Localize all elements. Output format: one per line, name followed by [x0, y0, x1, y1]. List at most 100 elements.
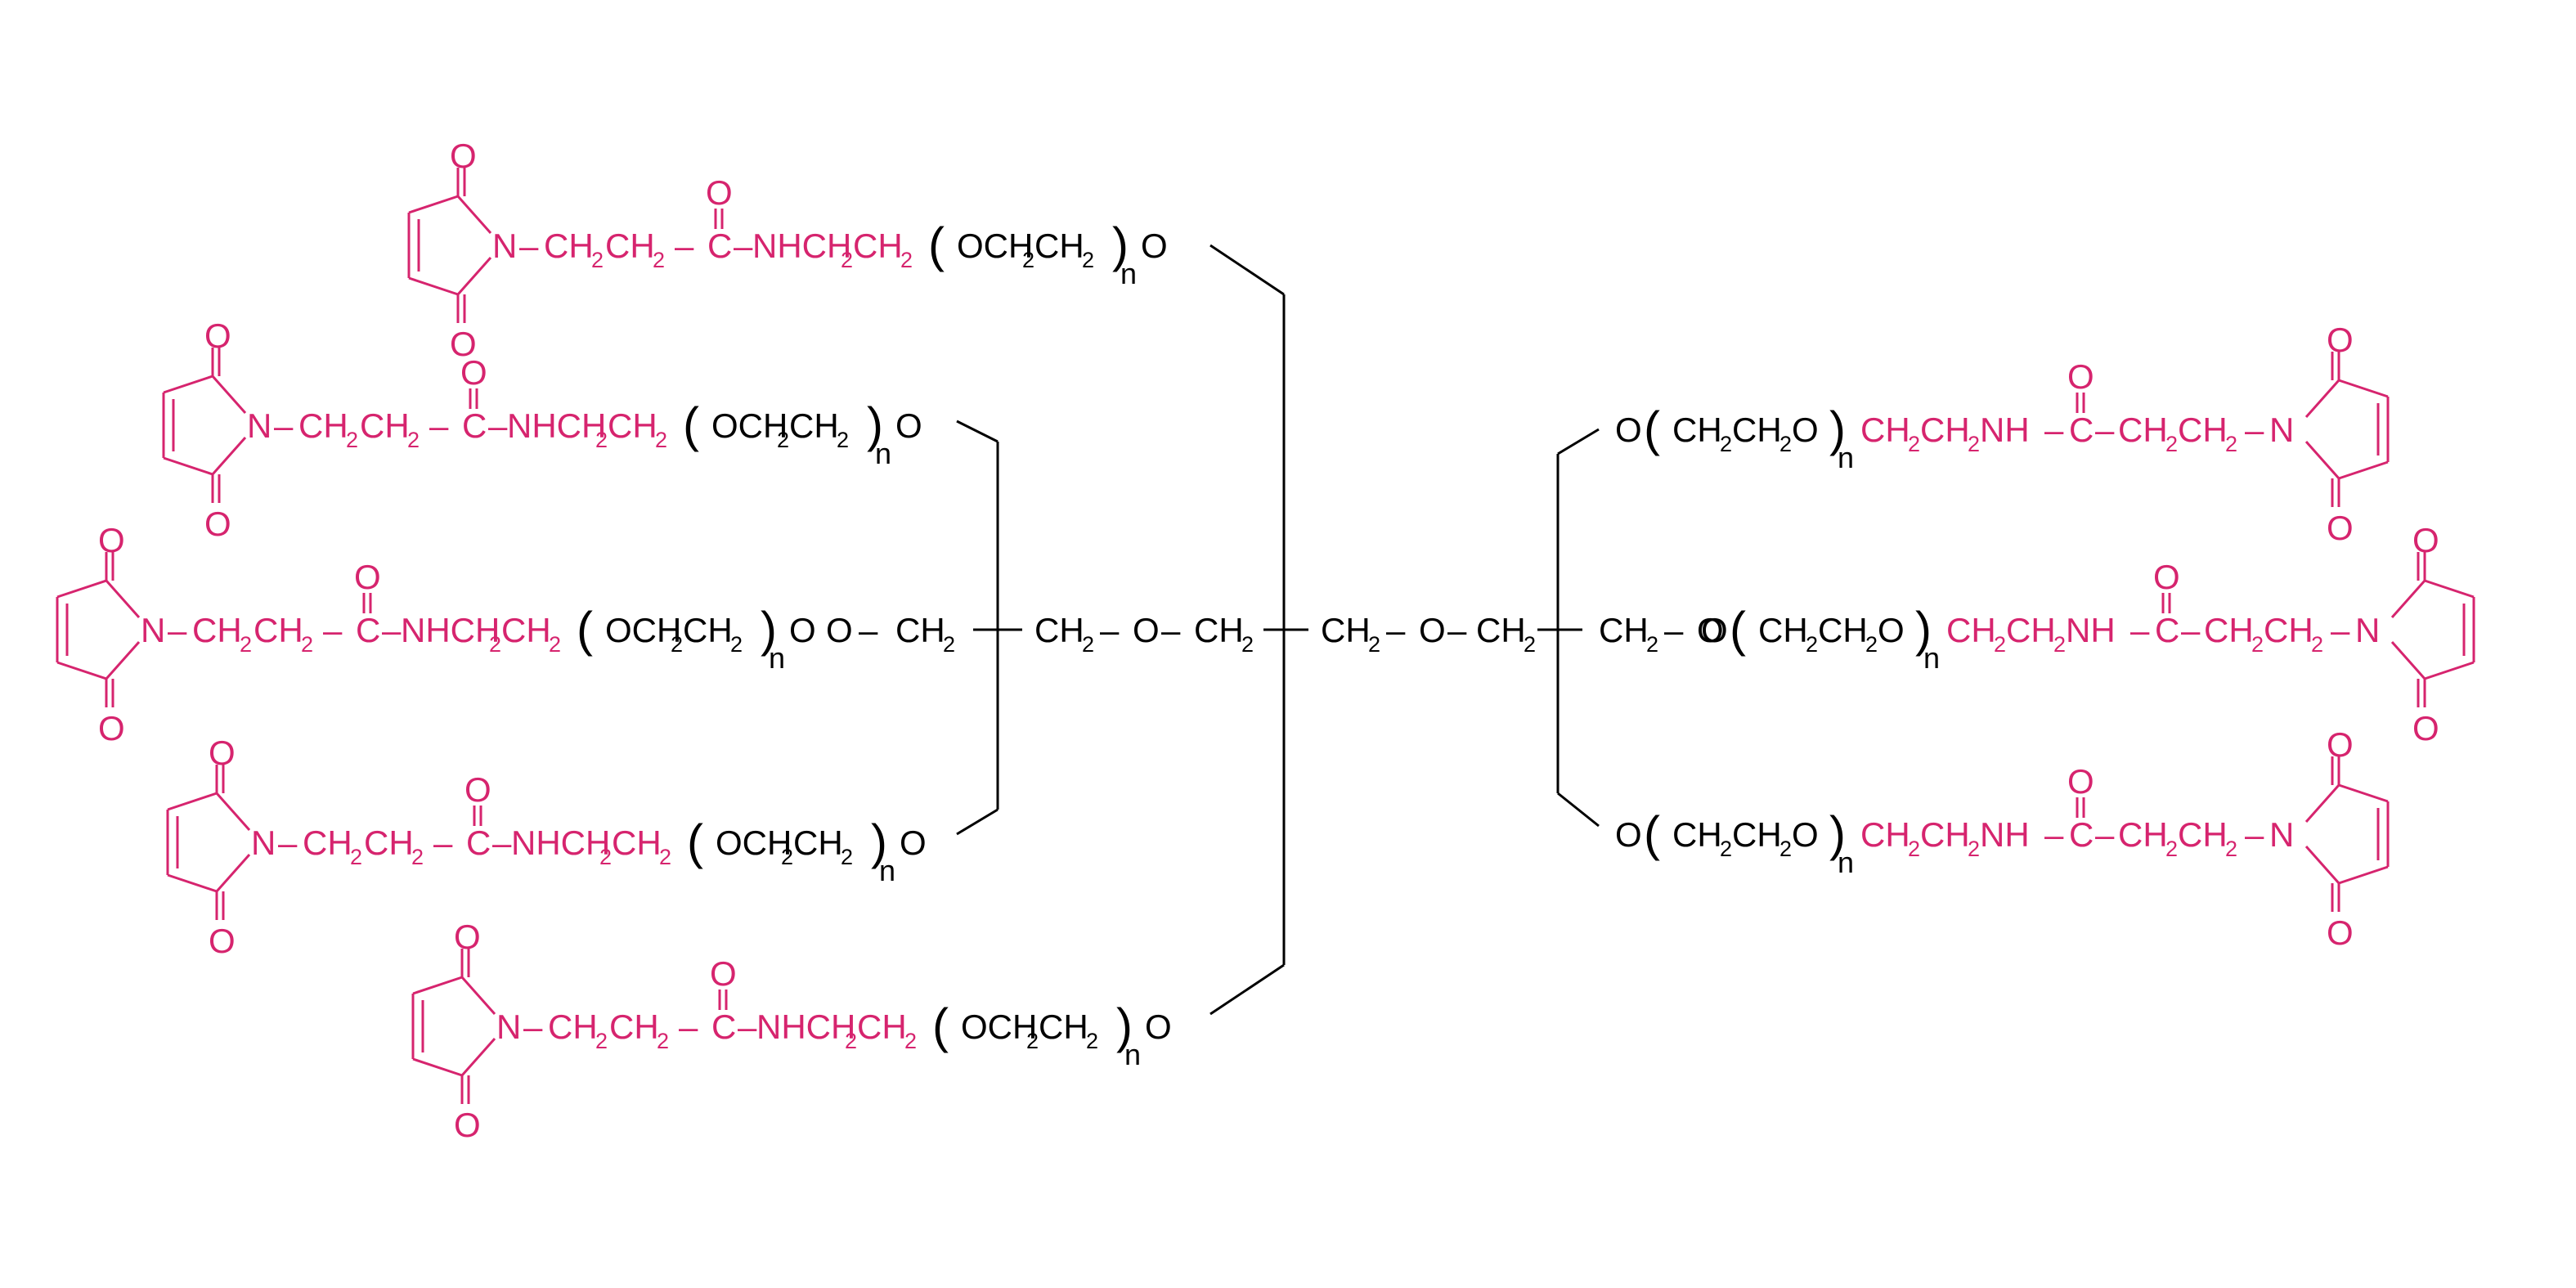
sub-2: 2: [781, 845, 793, 869]
ch2-label: CH: [1672, 411, 1722, 449]
ch2-label: CH: [1860, 815, 1910, 854]
core-o-right: O: [1697, 611, 1724, 649]
bond-dash: –: [738, 1008, 757, 1046]
carbonyl-oxygen-bottom: O: [2327, 913, 2354, 952]
carbonyl-oxygen-bottom: O: [450, 325, 477, 363]
core-dash-6: –: [1664, 611, 1684, 649]
ch2-label: CH: [1818, 611, 1868, 649]
sub-2: 2: [900, 248, 913, 272]
sub-2: 2: [1994, 632, 2006, 657]
bond-dash: –: [492, 824, 512, 862]
carbonyl-oxygen-top: O: [209, 734, 236, 772]
repeat-open-paren: (: [932, 999, 949, 1053]
maleimide-nitrogen: N: [496, 1008, 521, 1046]
repeat-close-paren: ): [1116, 999, 1133, 1053]
bond-dash: –: [734, 227, 753, 265]
ether-oxygen: O: [1615, 411, 1642, 449]
repeat-n: n: [1838, 441, 1854, 474]
bond-dash: –: [488, 406, 508, 445]
ch2-label: CH: [303, 824, 352, 862]
sub-2: 2: [1968, 837, 1980, 861]
amide-carbon: C: [711, 1008, 736, 1046]
ch2-label: CH: [612, 824, 662, 862]
ch2-label: CH: [548, 1008, 598, 1046]
sub-2: 2: [1908, 432, 1920, 456]
sub-2: 2: [777, 428, 789, 452]
ch2-label: CH: [1920, 411, 1970, 449]
sub-2: 2: [655, 428, 667, 452]
repeat-open-paren: (: [928, 218, 945, 272]
bond-dash: –: [2095, 411, 2115, 449]
bond-dash: –: [2245, 411, 2264, 449]
sub-2: 2: [2251, 632, 2264, 657]
ch2-label: CH: [364, 824, 414, 862]
carbonyl-oxygen-top: O: [454, 918, 481, 956]
maleimide-ring: [2304, 350, 2390, 509]
bond-dash: –: [429, 406, 449, 445]
maleimide-nitrogen: N: [247, 406, 272, 445]
repeat-n: n: [875, 437, 891, 470]
sub-2: 2: [1026, 1029, 1039, 1053]
nhch2-label: NHCH: [507, 406, 606, 445]
core-ch2-2-sub: 2: [1082, 632, 1094, 657]
och2-label: OCH: [716, 824, 792, 862]
sub-2: 2: [1720, 837, 1732, 861]
core-ch2-1-sub: 2: [943, 632, 955, 657]
sub-2: 2: [845, 1029, 857, 1053]
nh-label: NH: [1980, 411, 2030, 449]
repeat-n: n: [1923, 641, 1940, 675]
sub-2: 2: [2225, 837, 2237, 861]
core-o-3: O: [1419, 611, 1446, 649]
bond-dash: –: [278, 824, 298, 862]
sub-2: 2: [1022, 248, 1034, 272]
nhch2-label: NHCH: [752, 227, 851, 265]
core-ch2-4-sub: 2: [1368, 632, 1380, 657]
maleimide-ring: [56, 550, 141, 709]
core-ch2-1: CH: [895, 611, 945, 649]
ch2-label: CH: [1039, 1008, 1088, 1046]
sub-2: 2: [2165, 837, 2178, 861]
ch2-label: CH: [609, 1008, 659, 1046]
bond-dash: –: [382, 611, 402, 649]
ch2-label: CH: [605, 227, 655, 265]
repeat-oxygen: O: [1878, 611, 1905, 649]
ch2-label: CH: [192, 611, 242, 649]
maleimide-ring: [2304, 755, 2390, 913]
repeat-close-paren: ): [761, 602, 777, 657]
core-skeleton: [956, 244, 1600, 1016]
carbonyl-oxygen-bottom: O: [2327, 509, 2354, 547]
core-dash: –: [859, 611, 878, 649]
repeat-close-paren: ): [1829, 402, 1846, 456]
repeat-oxygen: O: [1792, 411, 1819, 449]
core-ch2-3-sub: 2: [1241, 632, 1254, 657]
bond-dash: –: [519, 227, 539, 265]
maleimide-nitrogen: N: [2355, 611, 2380, 649]
bond-dash: –: [2331, 611, 2350, 649]
bond-dash: –: [2044, 815, 2064, 854]
ch2-label: CH: [1920, 815, 1970, 854]
sub-2: 2: [301, 632, 313, 657]
ch2-label: CH: [857, 1008, 907, 1046]
ch2-label: CH: [544, 227, 594, 265]
sub-2: 2: [489, 632, 501, 657]
ether-oxygen: O: [895, 406, 922, 445]
och2-label: OCH: [711, 406, 788, 445]
core-dash-4: –: [1386, 611, 1406, 649]
bond-dash: –: [2095, 815, 2115, 854]
ch2-label: CH: [2118, 411, 2168, 449]
och2-label: OCH: [961, 1008, 1037, 1046]
sub-2: 2: [599, 845, 612, 869]
repeat-open-paren: (: [1644, 806, 1660, 861]
amide-carbon: C: [462, 406, 487, 445]
sub-2: 2: [407, 428, 420, 452]
amide-carbon: C: [356, 611, 380, 649]
carbonyl-oxygen-top: O: [2327, 725, 2354, 764]
ch2-label: CH: [360, 406, 410, 445]
sub-2: 2: [2165, 432, 2178, 456]
amide-oxygen: O: [710, 954, 737, 993]
amide-oxygen: O: [464, 770, 491, 809]
sub-2: 2: [1968, 432, 1980, 456]
nhch2-label: NHCH: [756, 1008, 855, 1046]
nh-label: NH: [2066, 611, 2116, 649]
amide-oxygen: O: [460, 353, 487, 392]
